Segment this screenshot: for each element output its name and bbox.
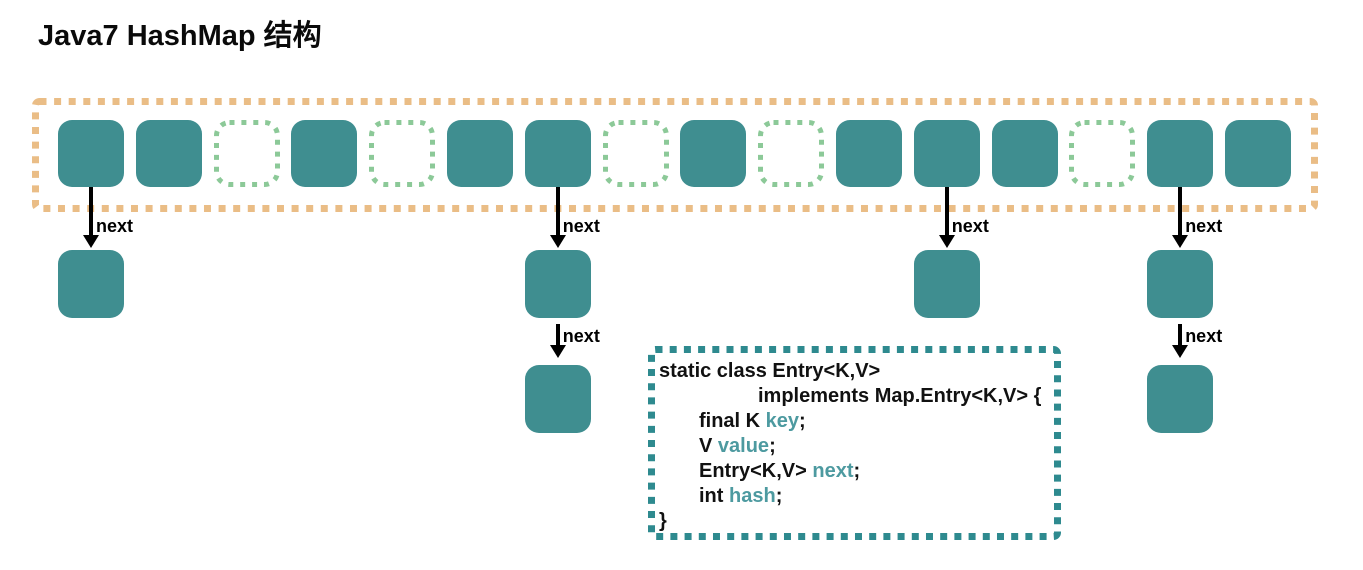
next-label: next — [1185, 326, 1223, 346]
entry-node-slot12-1 — [913, 250, 980, 318]
code-segment: implements Map.Entry<K,V> { — [758, 385, 1042, 407]
next-arrow-slot15-2 — [1172, 324, 1189, 358]
code-segment: int — [699, 485, 729, 507]
entry-class-code-box: static class Entry<K,V> implements Map.En… — [648, 346, 1061, 540]
arrow-line — [1178, 324, 1183, 346]
arrow-line — [89, 187, 93, 236]
bucket-slot-1-filled — [58, 120, 124, 187]
code-box-border — [648, 346, 1061, 545]
code-segment: ; — [775, 485, 783, 507]
next-label: next — [951, 216, 989, 236]
next-label: next — [1185, 216, 1223, 236]
code-segment: ; — [853, 460, 861, 482]
code-field-name: hash — [729, 485, 776, 507]
arrow-head-icon — [549, 345, 566, 358]
code-segment: Entry<K,V> — [699, 460, 813, 482]
entry-node-slot7-2 — [524, 365, 591, 433]
bucket-slot-8-empty — [602, 120, 669, 187]
bucket-slot-5-empty — [369, 120, 436, 187]
code-segment: static class Entry<K,V> — [659, 360, 881, 382]
code-line-4: V value; — [659, 434, 1053, 459]
next-arrow-slot12-1 — [938, 187, 955, 248]
arrow-line — [555, 187, 560, 236]
bucket-slot-9-filled — [680, 120, 747, 187]
code-line-7: } — [659, 509, 1053, 534]
bucket-slot-4-filled — [291, 120, 358, 187]
entry-node-slot7-1 — [524, 250, 591, 318]
arrow-head-icon — [83, 235, 99, 248]
next-label: next — [562, 216, 600, 236]
next-arrow-slot15-1 — [1172, 187, 1189, 248]
arrow-head-icon — [1172, 235, 1189, 248]
code-line-5: Entry<K,V> next; — [659, 459, 1053, 484]
code-segment: final K — [699, 410, 766, 432]
bucket-slot-2-filled — [135, 120, 202, 187]
bucket-slot-13-filled — [991, 120, 1058, 187]
entry-node-slot1-1 — [58, 250, 124, 318]
arrow-line — [1178, 187, 1183, 236]
bucket-slot-14-empty — [1069, 120, 1136, 187]
code-line-1: static class Entry<K,V> — [659, 359, 1053, 384]
arrow-line — [555, 324, 560, 346]
next-arrow-slot7-1 — [549, 187, 566, 248]
bucket-slot-16-filled — [1225, 120, 1291, 187]
next-label: next — [96, 216, 134, 236]
bucket-slot-7-filled — [524, 120, 591, 187]
bucket-slot-6-filled — [447, 120, 513, 187]
bucket-slot-11-filled — [836, 120, 902, 187]
next-arrow-slot1-1 — [83, 187, 99, 248]
bucket-slot-10-empty — [758, 120, 825, 187]
bucket-array-border — [32, 98, 1318, 212]
next-label: next — [562, 326, 600, 346]
code-field-name: key — [765, 410, 800, 432]
code-field-name: value — [717, 435, 770, 457]
code-field-name: next — [812, 460, 854, 482]
code-segment: ; — [769, 435, 776, 457]
entry-node-slot15-2 — [1147, 365, 1214, 433]
code-line-2: implements Map.Entry<K,V> { — [659, 384, 1053, 409]
code-segment: ; — [799, 410, 806, 432]
next-arrow-slot7-2 — [549, 324, 566, 358]
arrow-head-icon — [938, 235, 955, 248]
bucket-slot-12-filled — [913, 120, 980, 187]
arrow-head-icon — [1172, 345, 1189, 358]
entry-node-slot15-1 — [1147, 250, 1214, 318]
code-line-6: int hash; — [659, 484, 1053, 509]
bucket-slot-3-empty — [213, 120, 280, 187]
arrow-line — [944, 187, 949, 236]
code-segment: V — [699, 435, 718, 457]
bucket-slot-15-filled — [1147, 120, 1214, 187]
arrow-head-icon — [549, 235, 566, 248]
code-line-3: final K key; — [659, 409, 1053, 434]
code-segment: } — [659, 510, 667, 532]
page-title: Java7 HashMap 结构 — [38, 20, 322, 52]
code-text: static class Entry<K,V> implements Map.En… — [659, 359, 1053, 534]
